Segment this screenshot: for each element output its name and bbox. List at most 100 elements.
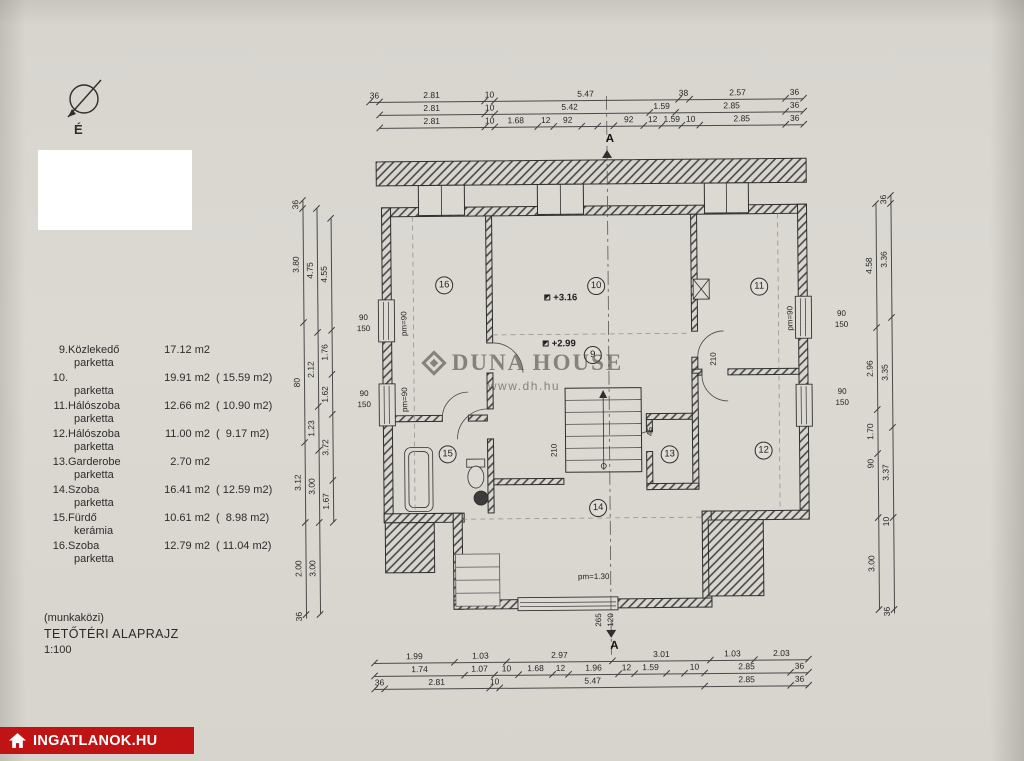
- dimension-label: 4.58: [863, 257, 874, 274]
- dimension-label: 36: [290, 199, 301, 210]
- plan-annotation: 150: [834, 319, 849, 329]
- dimension-label: 36: [878, 194, 889, 205]
- dimension-label: 1.07: [471, 663, 488, 674]
- dimension-label: 36: [789, 86, 800, 97]
- dimension-label: 1.70: [865, 423, 876, 440]
- window: [378, 383, 396, 427]
- room-area: 10.61 m2: [164, 512, 210, 524]
- room-number: 12.: [52, 428, 68, 440]
- room-net-area: ( 10.90 m2): [216, 400, 273, 412]
- plan-annotation: pm=90: [785, 305, 795, 331]
- drawing-scale: 1:100: [44, 644, 72, 656]
- drawing-status: (munkaközi): [44, 612, 104, 624]
- room-area: 2.70 m2: [170, 456, 210, 468]
- dimension-label: 1.96: [585, 662, 602, 673]
- plan-annotation: 120: [606, 613, 616, 627]
- plan-annotation: 210: [708, 352, 718, 366]
- dimension-label: 36: [374, 677, 385, 688]
- dimension-label: 1.67: [320, 493, 331, 510]
- duna-house-logo-icon: [421, 350, 447, 376]
- redacted-area: [38, 150, 192, 230]
- dimension-line: [379, 124, 804, 129]
- drawing-title: TETŐTÉRI ALAPRAJZ: [44, 627, 179, 641]
- dimension-label: 3.00: [307, 560, 318, 577]
- dimension-tick: [316, 610, 324, 619]
- room-number: 10.: [52, 372, 68, 384]
- dimension-line: [890, 195, 896, 614]
- dimension-label: 12: [621, 662, 632, 673]
- plan-annotation: 90: [837, 386, 847, 396]
- dimension-label: 3.00: [306, 478, 317, 495]
- dimension-label: 2.85: [738, 674, 755, 685]
- room-net-area: ( 12.59 m2): [216, 484, 273, 496]
- dimension-label: 10: [484, 102, 495, 113]
- room-finish: parketta: [74, 413, 114, 425]
- watermark-url: www.dh.hu: [487, 379, 561, 393]
- dimension-label: 36: [789, 99, 800, 110]
- dimension-label: 1.59: [663, 113, 681, 124]
- dimension-label: 1.59: [642, 661, 659, 673]
- dimension-label: 10: [880, 516, 892, 527]
- dimension-label: 92: [562, 114, 573, 125]
- washbasin: [473, 490, 489, 506]
- dimension-label: 3.36: [878, 251, 889, 268]
- room-number-tag: 10: [587, 276, 606, 296]
- dimension-label: 2.85: [738, 661, 755, 672]
- dimension-label: 1.76: [319, 344, 330, 361]
- dimension-label: 2.81: [423, 89, 440, 101]
- section-marker: A: [610, 639, 619, 652]
- dimension-label: 36: [794, 673, 805, 684]
- room-name: Hálószoba: [68, 428, 120, 440]
- room-finish: kerámia: [74, 525, 114, 537]
- title-block: (munkaközi) TETŐTÉRI ALAPRAJZ 1:100: [44, 612, 179, 656]
- dimension-tick: [805, 681, 813, 689]
- dimension-label: 1.74: [411, 664, 428, 675]
- room-number: 13.: [52, 456, 68, 468]
- plan-annotation: 150: [356, 324, 371, 334]
- dimension-label: 12: [540, 114, 551, 126]
- dimension-label: 10: [685, 113, 696, 124]
- dimension-label: 92: [623, 114, 634, 125]
- room-number: 14.: [52, 484, 68, 496]
- dimension-label: 1.62: [319, 386, 330, 403]
- room-area: 12.79 m2: [164, 540, 210, 552]
- room-name: Garderobe: [68, 456, 121, 468]
- dimension-tick: [800, 120, 808, 128]
- dimension-tick: [805, 668, 813, 676]
- plan-annotation: pm=90: [399, 311, 409, 337]
- room-number-tag: 12: [754, 441, 773, 460]
- staircase: [564, 387, 643, 473]
- dimension-tick: [800, 94, 808, 102]
- dimension-label: 36: [794, 660, 805, 671]
- section-line: [606, 95, 612, 655]
- dimension-label: 3.12: [292, 474, 303, 491]
- roof-slope-hatch: [384, 521, 436, 574]
- room-finish: parketta: [74, 385, 114, 397]
- window: [517, 596, 619, 612]
- room-number: 15.: [52, 512, 68, 524]
- dimension-label: 10: [489, 676, 500, 687]
- compass-north-label: É: [74, 122, 83, 137]
- dimension-label: 2.00: [293, 560, 304, 577]
- dimension-label: 5.47: [577, 88, 594, 99]
- room-area: 19.91 m2: [164, 372, 210, 384]
- dimension-label: 10: [484, 89, 495, 100]
- room-area: 12.66 m2: [164, 400, 210, 412]
- shaft: [692, 278, 710, 300]
- room-name: Szoba: [68, 540, 100, 552]
- watermark: DUNA HOUSE www.dh.hu: [396, 350, 652, 393]
- room-net-area: ( 15.59 m2): [216, 372, 273, 384]
- dimension-label: 5.42: [561, 101, 578, 112]
- dimension-label: 3.37: [880, 464, 891, 481]
- level-marker-icon: [544, 294, 551, 301]
- north-arrow-compass: [67, 79, 102, 118]
- dimension-label: 3.01: [653, 648, 670, 660]
